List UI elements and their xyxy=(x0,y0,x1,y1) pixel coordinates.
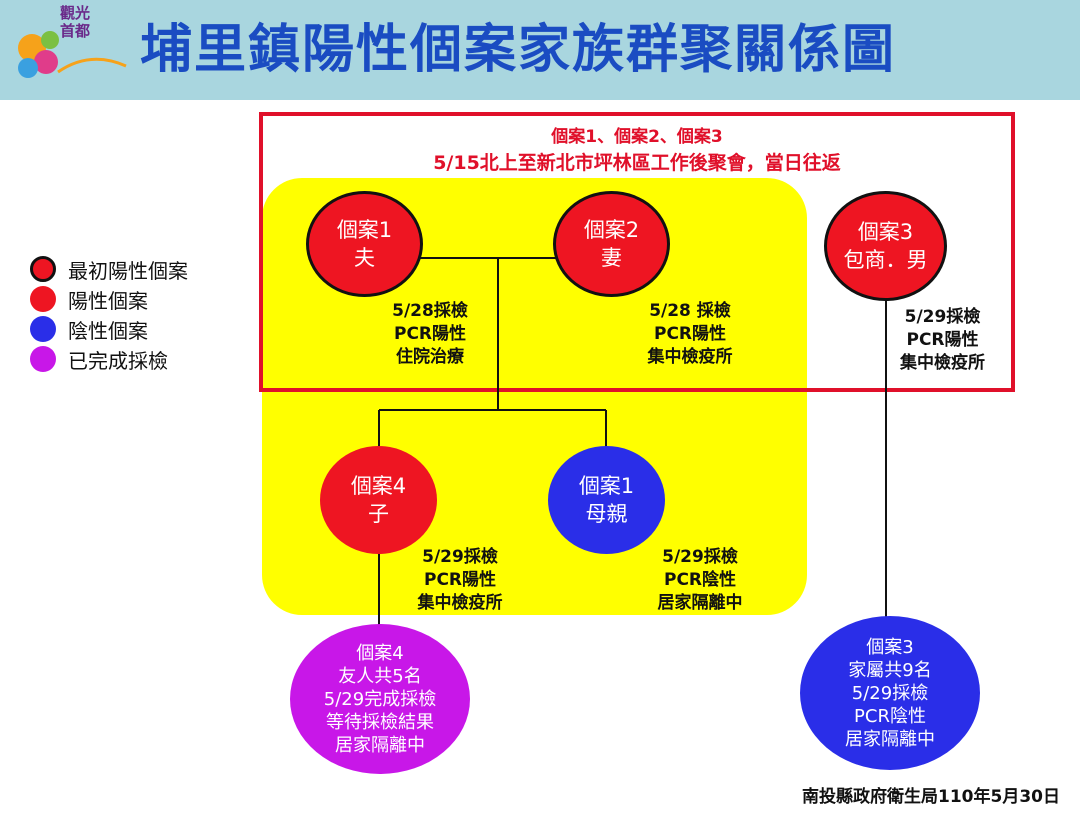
legend-item-tested: 已完成採檢 xyxy=(30,344,188,374)
legend-swatch xyxy=(30,346,56,372)
node-case4-friends-line: 個案4 xyxy=(356,642,404,664)
node-case4-friends-line: 友人共5名 xyxy=(338,665,422,687)
header-banner: 觀光 首都 埔里鎮陽性個案家族群聚關係圖 xyxy=(0,0,1080,100)
node-case2-wife: 個案2 妻 xyxy=(553,191,670,297)
node-case4-son: 個案4 子 xyxy=(320,446,437,554)
note-line: 5/29採檢 xyxy=(662,547,738,567)
node-case4-role: 子 xyxy=(368,502,389,526)
note-case1: 5/28採檢 PCR陽性 住院治療 xyxy=(370,300,490,369)
node-case3-family-line: 家屬共9名 xyxy=(848,659,932,681)
legend-swatch xyxy=(30,286,56,312)
note-line: 5/29採檢 xyxy=(904,307,981,327)
footer-source: 南投縣政府衛生局110年5月30日 xyxy=(802,787,1060,807)
legend-item-negative: 陰性個案 xyxy=(30,314,188,344)
note-line: 集中檢疫所 xyxy=(417,593,503,613)
node-case1-husband: 個案1 夫 xyxy=(306,191,423,297)
node-case3-contractor: 個案3 包商．男 xyxy=(824,191,947,301)
page-title: 埔里鎮陽性個案家族群聚關係圖 xyxy=(140,20,897,80)
note-case2: 5/28 採檢 PCR陽性 集中檢疫所 xyxy=(625,300,755,369)
note-line: 5/28 採檢 xyxy=(649,301,731,321)
node-case3-family-line: 5/29採檢 xyxy=(851,682,929,704)
gathering-note: 個案1、個案2、個案3 5/15北上至新北市坪林區工作後聚會，當日往返 xyxy=(259,124,1015,176)
note-line: 居家隔離中 xyxy=(657,593,743,613)
node-case3-family: 個案3 家屬共9名 5/29採檢 PCR陰性 居家隔離中 xyxy=(800,616,980,770)
node-case1-id: 個案1 xyxy=(336,218,393,242)
node-case2-id: 個案2 xyxy=(583,218,640,242)
node-case1-mother-id: 個案1 xyxy=(578,474,635,498)
node-case4-friends-line: 5/29完成採檢 xyxy=(323,688,437,710)
note-line: 集中檢疫所 xyxy=(900,353,985,373)
legend-label: 陽性個案 xyxy=(68,288,148,313)
node-case3-id: 個案3 xyxy=(857,220,914,244)
node-case3-family-line: PCR陰性 xyxy=(854,705,926,727)
gathering-group-frame xyxy=(259,112,1015,392)
note-line: 集中檢疫所 xyxy=(647,347,733,367)
node-case3-family-line: 個案3 xyxy=(866,636,914,658)
node-case4-friends: 個案4 友人共5名 5/29完成採檢 等待採檢結果 居家隔離中 xyxy=(290,624,470,774)
note-line: PCR陽性 xyxy=(906,330,979,350)
legend-item-initial-positive: 最初陽性個案 xyxy=(30,254,188,284)
node-case2-role: 妻 xyxy=(601,246,622,270)
gathering-note-detail: 5/15北上至新北市坪林區工作後聚會，當日往返 xyxy=(433,152,841,174)
tourism-logo xyxy=(18,31,127,78)
note-line: 住院治療 xyxy=(396,347,464,367)
legend: 最初陽性個案 陽性個案 陰性個案 已完成採檢 xyxy=(30,254,188,374)
node-case1-mother-role: 母親 xyxy=(585,502,628,526)
note-line: PCR陽性 xyxy=(653,324,727,344)
note-case3: 5/29採檢 PCR陽性 集中檢疫所 xyxy=(880,306,1005,375)
logo-text: 觀光 首都 xyxy=(60,4,91,40)
note-line: 5/28採檢 xyxy=(392,301,468,321)
note-line: PCR陽性 xyxy=(393,324,467,344)
legend-label: 最初陽性個案 xyxy=(68,258,188,283)
note-case4: 5/29採檢 PCR陽性 集中檢疫所 xyxy=(400,546,520,615)
node-case1-mother: 個案1 母親 xyxy=(548,446,665,554)
legend-label: 陰性個案 xyxy=(68,318,148,343)
node-case1-role: 夫 xyxy=(354,246,375,270)
note-case1-mother: 5/29採檢 PCR陰性 居家隔離中 xyxy=(635,546,765,615)
legend-item-positive: 陽性個案 xyxy=(30,284,188,314)
legend-label: 已完成採檢 xyxy=(68,348,168,373)
note-line: 5/29採檢 xyxy=(422,547,498,567)
legend-swatch xyxy=(30,256,56,282)
legend-swatch xyxy=(30,316,56,342)
note-line: PCR陰性 xyxy=(663,570,737,590)
note-line: PCR陽性 xyxy=(423,570,497,590)
node-case4-friends-line: 等待採檢結果 xyxy=(326,711,434,733)
node-case3-role: 包商．男 xyxy=(843,248,928,272)
node-case4-id: 個案4 xyxy=(350,474,407,498)
node-case4-friends-line: 居家隔離中 xyxy=(335,734,425,756)
gathering-note-cases: 個案1、個案2、個案3 xyxy=(551,127,723,147)
node-case3-family-line: 居家隔離中 xyxy=(845,728,935,750)
